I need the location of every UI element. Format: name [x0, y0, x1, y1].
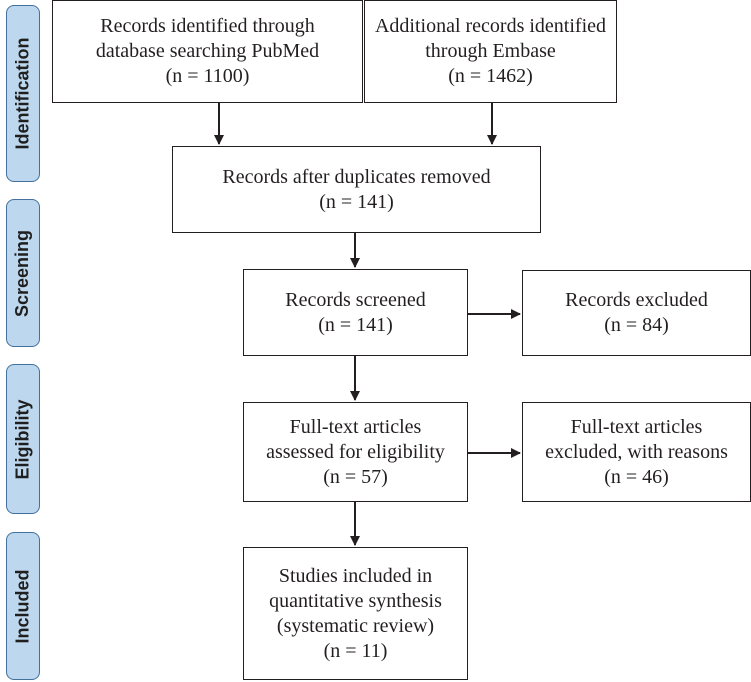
- fulltext-line2: assessed for eligibility: [266, 440, 445, 463]
- box-fulltext-excluded: Full-text articles excluded, with reason…: [522, 402, 751, 502]
- pubmed-line1: Records identified through: [100, 15, 315, 37]
- screened-line1: Records screened: [285, 288, 426, 311]
- included-line2: quantitative synthesis: [269, 589, 442, 612]
- excluded-count: (n = 84): [604, 314, 669, 336]
- screened-count: (n = 141): [318, 313, 393, 336]
- included-count: (n = 11): [323, 639, 388, 662]
- fulltext-excluded-line2: excluded, with reasons: [545, 440, 728, 463]
- stage-eligibility: Eligibility: [6, 364, 40, 514]
- box-records-excluded: Records excluded (n = 84): [522, 270, 751, 356]
- box-fulltext-assessed: Full-text articles assessed for eligibil…: [243, 402, 468, 502]
- embase-line1: Additional records identified: [374, 15, 607, 37]
- included-line1: Studies included in: [278, 564, 433, 587]
- included-line3: (systematic review): [276, 614, 435, 637]
- box-studies-included: Studies included in quantitative synthes…: [243, 547, 468, 680]
- fulltext-count: (n = 57): [323, 465, 388, 488]
- excluded-line1: Records excluded: [565, 289, 708, 311]
- embase-line2: through Embase: [425, 40, 556, 62]
- pubmed-line2: database searching PubMed: [95, 40, 320, 62]
- stage-identification: Identification: [6, 5, 40, 182]
- stage-screening: Screening: [6, 199, 40, 347]
- duplicates-count: (n = 141): [319, 190, 394, 213]
- fulltext-excluded-line1: Full-text articles: [570, 415, 703, 438]
- stage-included: Included: [6, 532, 40, 680]
- box-embase-records: Additional records identified through Em…: [364, 0, 617, 103]
- pubmed-count: (n = 1100): [165, 65, 250, 87]
- fulltext-excluded-count: (n = 46): [604, 465, 669, 488]
- box-records-screened: Records screened (n = 141): [243, 269, 468, 356]
- fulltext-line1: Full-text articles: [289, 415, 422, 438]
- duplicates-line1: Records after duplicates removed: [222, 165, 491, 188]
- box-pubmed-records: Records identified through database sear…: [52, 0, 363, 103]
- embase-count: (n = 1462): [448, 65, 533, 87]
- box-duplicates-removed: Records after duplicates removed (n = 14…: [172, 146, 541, 233]
